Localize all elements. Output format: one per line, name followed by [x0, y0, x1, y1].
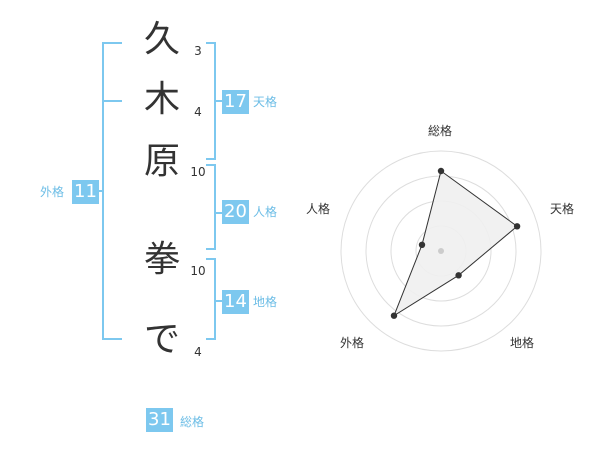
radar-ring-4: [340, 150, 542, 352]
tenkaku-bracket-tick: [216, 100, 222, 102]
jinkaku-bracket-tick: [216, 212, 222, 214]
gaikaku-score: 11: [72, 180, 99, 204]
chikaku-label: 地格: [253, 295, 278, 309]
chikaku-bracket-tick: [216, 300, 222, 302]
name-char-4: 拳: [143, 239, 180, 280]
stroke-count-3: 10: [190, 165, 206, 179]
tenkaku-bracket: [206, 42, 216, 160]
name-char-3: 原: [143, 141, 180, 182]
name-char-5: で: [143, 319, 180, 360]
radar-center-dot: [438, 248, 444, 254]
name-char-2: 木: [143, 79, 180, 120]
jinkaku-label: 人格: [253, 205, 278, 219]
radar-label-soukaku: 総格: [428, 124, 453, 138]
gaikaku-bracket-inner-tick: [102, 100, 122, 102]
gaikaku-label: 外格: [40, 185, 65, 199]
jinkaku-bracket: [206, 164, 216, 250]
chikaku-bracket: [206, 258, 216, 340]
tenkaku-label: 天格: [253, 95, 278, 109]
radar-point-1: [437, 167, 445, 175]
radar-label-chikaku: 地格: [510, 336, 535, 350]
stroke-count-5: 4: [194, 345, 202, 359]
radar-polygon: [392, 170, 518, 317]
stroke-count-4: 10: [190, 264, 206, 278]
tenkaku-score: 17: [222, 90, 249, 114]
gaikaku-bracket-outer-tick: [96, 190, 104, 192]
name-char-1: 久: [143, 19, 180, 60]
radar-label-tenkaku: 天格: [550, 202, 575, 216]
soukaku-label: 総格: [180, 415, 205, 429]
jinkaku-score: 20: [222, 200, 249, 224]
stroke-count-2: 4: [194, 105, 202, 119]
radar-point-2: [513, 223, 521, 230]
radar-label-jinkaku: 人格: [306, 202, 331, 216]
stroke-count-1: 3: [194, 44, 202, 58]
soukaku-score: 31: [146, 408, 173, 432]
radar-label-gaikaku: 外格: [340, 336, 365, 350]
radar-point-5: [418, 241, 426, 248]
radar-point-3: [455, 272, 462, 279]
radar-point-4: [390, 312, 398, 319]
chikaku-score: 14: [222, 290, 249, 314]
